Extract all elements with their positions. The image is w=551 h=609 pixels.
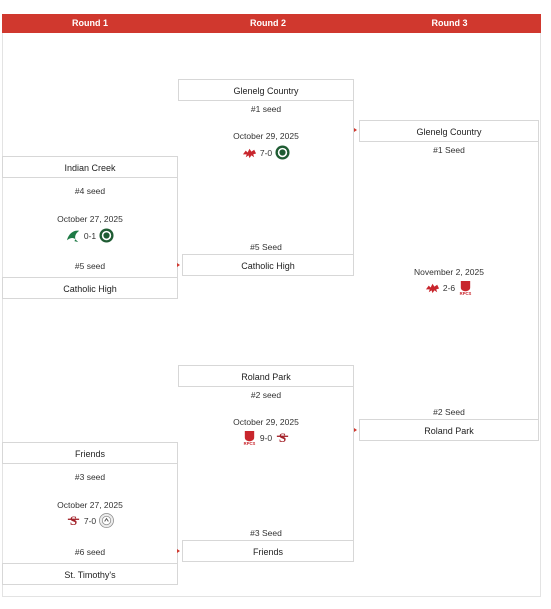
arrow-icon (354, 428, 357, 432)
game-date: October 29, 2025 (233, 417, 299, 427)
connector (353, 101, 354, 255)
svg-text:RPCS: RPCS (460, 291, 472, 295)
game-date: November 2, 2025 (414, 267, 484, 277)
round-2-header[interactable]: Round 2 (250, 18, 286, 28)
team-friends[interactable]: Friends (182, 540, 354, 562)
team-glenelg-country[interactable]: Glenelg Country (359, 120, 539, 142)
connector (538, 142, 539, 440)
rpcs-shield-icon: RPCS (460, 280, 472, 295)
team-st-timothys[interactable]: St. Timothy's (2, 563, 178, 585)
hawk-icon (66, 230, 79, 243)
catholic-high-icon (275, 145, 290, 160)
seed-label: #3 Seed (250, 528, 282, 538)
team-roland-park[interactable]: Roland Park (178, 365, 354, 387)
team-roland-park[interactable]: Roland Park (359, 419, 539, 441)
svg-text:RPCS: RPCS (244, 441, 256, 445)
seed-label: #1 seed (250, 104, 282, 114)
round-1-header[interactable]: Round 1 (72, 18, 108, 28)
arrow-icon (354, 128, 357, 132)
score-text: 0-1 (83, 230, 97, 241)
game-score[interactable]: 0-1 (2, 227, 178, 244)
team-catholic-high[interactable]: Catholic High (2, 277, 178, 299)
seed-label: #2 Seed (433, 407, 465, 417)
svg-text:S: S (70, 513, 77, 528)
arrow-icon (177, 263, 180, 267)
score-text: 7-0 (83, 515, 97, 526)
seed-label: #2 seed (250, 390, 282, 400)
dragon-icon (425, 283, 439, 294)
team-catholic-high[interactable]: Catholic High (182, 254, 354, 276)
bracket-frame (2, 33, 541, 597)
game-date: October 27, 2025 (57, 500, 123, 510)
connector (353, 387, 354, 541)
seed-label: #1 Seed (433, 145, 465, 155)
seed-label: #6 seed (74, 547, 106, 557)
game-score[interactable]: S 7-0 (2, 512, 178, 529)
team-friends[interactable]: Friends (2, 442, 178, 464)
score-text: 7-0 (259, 147, 273, 158)
catholic-high-icon (99, 228, 114, 243)
seed-label: #5 seed (74, 261, 106, 271)
seed-label: #4 seed (74, 186, 106, 196)
score-text: 2-6 (442, 282, 456, 293)
friends-s-icon: S (67, 513, 79, 528)
rpcs-shield-icon: RPCS (244, 430, 256, 445)
connector (177, 178, 178, 278)
bracket-header: Round 1 Round 2 Round 3 (2, 14, 541, 33)
round-3-header[interactable]: Round 3 (431, 18, 468, 28)
friends-s-icon: S (277, 430, 289, 445)
arrow-icon (177, 549, 180, 553)
svg-text:S: S (279, 430, 286, 445)
game-score[interactable]: RPCS 9-0 S (178, 429, 354, 446)
team-glenelg-country[interactable]: Glenelg Country (178, 79, 354, 101)
game-score[interactable]: 2-6 RPCS (359, 279, 539, 296)
game-score[interactable]: 7-0 (178, 144, 354, 161)
score-text: 9-0 (259, 432, 273, 443)
seed-label: #3 seed (74, 472, 106, 482)
team-indian-creek[interactable]: Indian Creek (2, 156, 178, 178)
seed-label: #5 Seed (250, 242, 282, 252)
connector (177, 464, 178, 564)
dragon-icon (242, 148, 256, 159)
st-timothys-icon (99, 513, 115, 528)
game-date: October 29, 2025 (233, 131, 299, 141)
game-date: October 27, 2025 (57, 214, 123, 224)
